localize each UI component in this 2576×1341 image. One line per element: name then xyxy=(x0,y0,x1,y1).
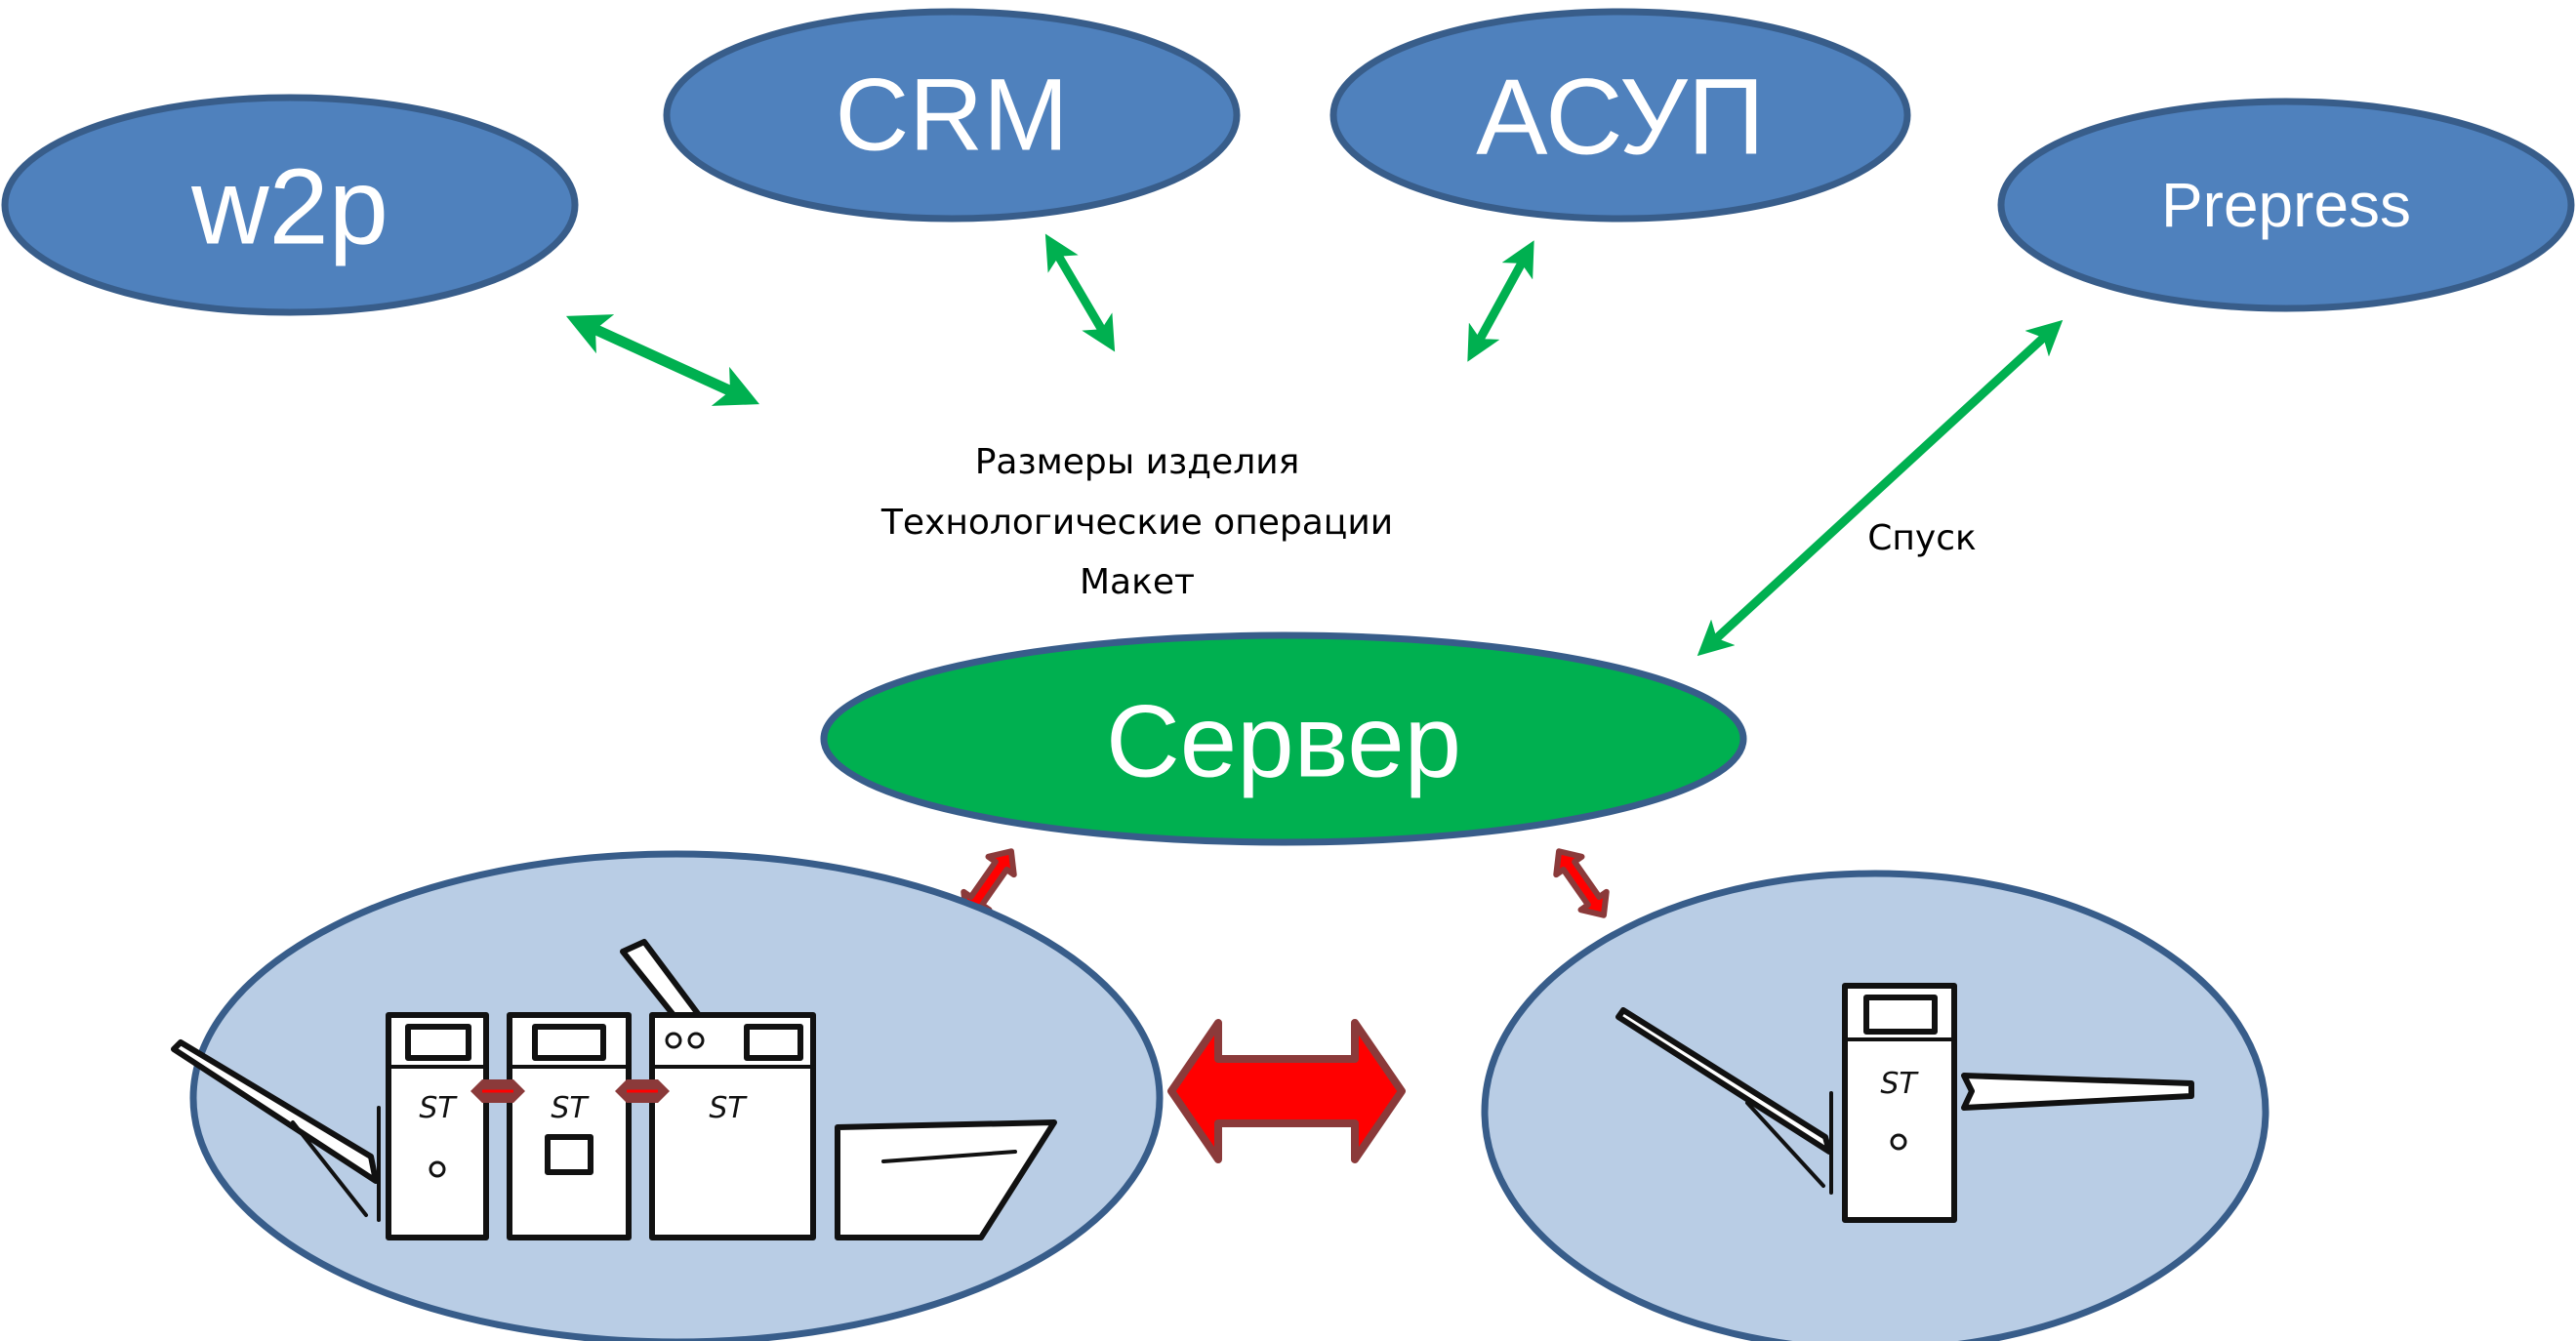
light-icon xyxy=(429,1160,446,1178)
feeder-tray-icon xyxy=(171,1039,379,1184)
node-asup[interactable]: АСУП xyxy=(1329,8,1911,223)
node-crm-label: CRM xyxy=(835,59,1068,173)
output-tray-icon xyxy=(1961,1073,2194,1111)
arrow-prepress-server xyxy=(1697,319,2064,657)
label-imposition: Спуск xyxy=(1867,518,1977,558)
feeder-support-icon xyxy=(291,1106,381,1222)
arrow-asup-server xyxy=(1467,240,1534,362)
light-icon xyxy=(1890,1133,1907,1151)
node-asup-label: АСУП xyxy=(1476,58,1765,178)
node-prepress-label: Prepress xyxy=(2161,170,2411,240)
info-product-size: Размеры изделия xyxy=(975,442,1300,482)
node-server[interactable]: Сервер xyxy=(820,631,1747,846)
node-w2p[interactable]: w2p xyxy=(1,94,579,316)
info-layout: Макет xyxy=(1080,562,1195,602)
machine-unit-3-label: ST xyxy=(709,1091,748,1125)
arrow-server-group-right xyxy=(1553,848,1610,918)
feeder-tray-icon xyxy=(1615,1007,1832,1155)
info-tech-operations: Технологические операции xyxy=(880,503,1393,543)
machine-unit-3: ST xyxy=(620,939,816,1240)
machine-unit-2: ST xyxy=(507,1012,632,1240)
arrow-group-link xyxy=(1167,1019,1406,1163)
machine-unit-1-label: ST xyxy=(419,1091,458,1125)
machine-unit-single-label: ST xyxy=(1880,1067,1919,1101)
node-prepress[interactable]: Prepress xyxy=(1997,98,2575,312)
node-server-label: Сервер xyxy=(1106,685,1461,799)
machine-unit-2-label: ST xyxy=(551,1091,590,1125)
machine-group-left[interactable]: ST ST ST xyxy=(171,850,1164,1341)
machine-unit-1: ST xyxy=(386,1012,489,1240)
arrow-crm-server xyxy=(1044,233,1116,352)
machine-group-right[interactable]: ST xyxy=(1481,870,2269,1341)
node-w2p-label: w2p xyxy=(190,147,388,267)
node-crm[interactable]: CRM xyxy=(663,8,1241,223)
machine-unit-single: ST xyxy=(1842,983,1957,1223)
arrow-w2p-server xyxy=(565,314,760,406)
